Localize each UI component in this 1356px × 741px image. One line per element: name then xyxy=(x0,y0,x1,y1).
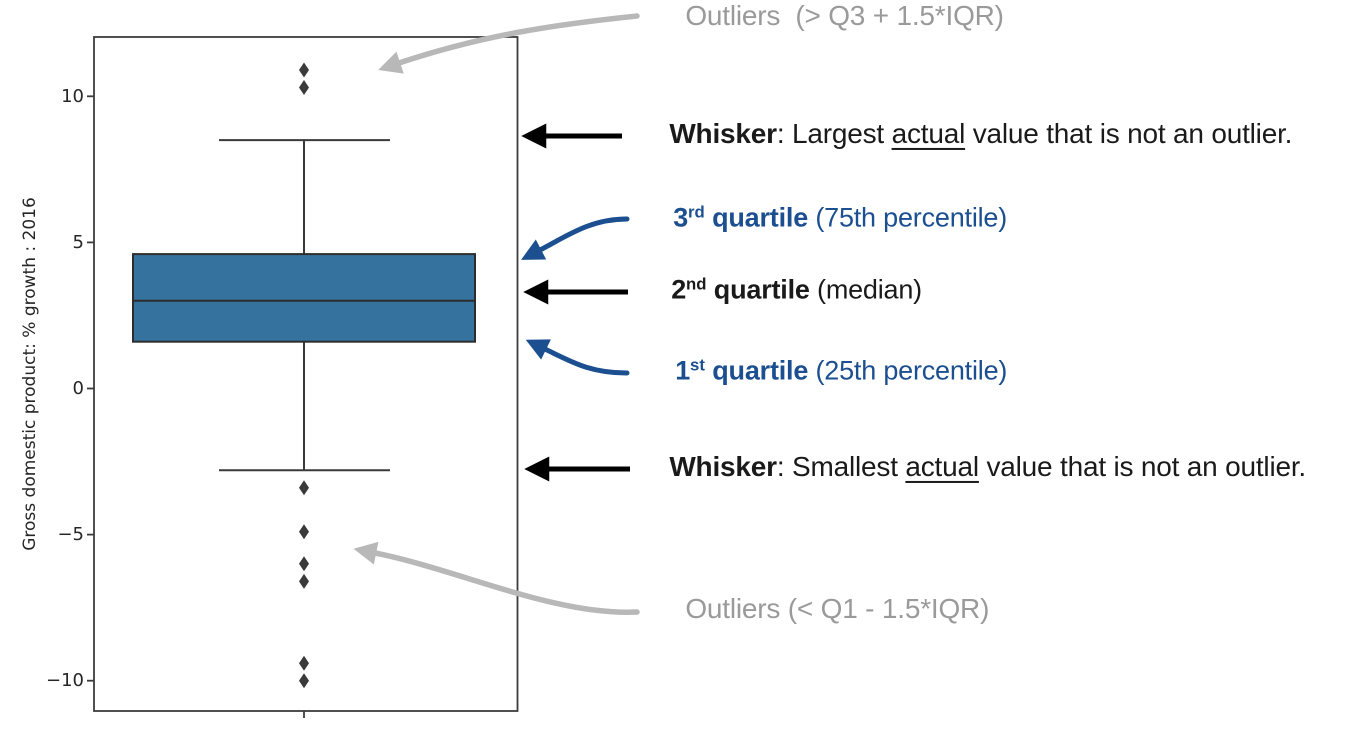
annotation-outliers-top: Outliers (> Q3 + 1.5*IQR) xyxy=(655,0,1004,62)
y-tick-label: −10 xyxy=(46,670,84,691)
annotation-whisker-bottom: Whisker: Smallest actual value that is n… xyxy=(639,421,1306,513)
q3-number: 3 xyxy=(673,202,689,233)
whisker-top-pre: : Largest xyxy=(776,117,892,149)
whisker-bottom-post: value that is not an outlier. xyxy=(978,450,1307,482)
outlier-point xyxy=(299,80,309,95)
outlier-point xyxy=(299,480,309,496)
q3-ordinal-suffix: rd xyxy=(688,203,705,223)
y-tick-label: 0 xyxy=(73,378,84,399)
outliers-bottom-arrow xyxy=(353,541,640,615)
q2-number: 2 xyxy=(671,274,687,305)
plot-frame xyxy=(93,36,519,712)
annotation-q1: 1st quartile (25th percentile) xyxy=(646,327,1007,416)
outlier-point xyxy=(299,573,309,589)
q3-arrow xyxy=(521,216,630,260)
q1-bold-label: quartile xyxy=(704,355,809,386)
outlier-point xyxy=(299,524,309,540)
outlier-point xyxy=(299,62,309,78)
outliers-top-arrow xyxy=(378,13,640,74)
outlier-point xyxy=(299,556,309,572)
whisker-top-post: value that is not an outlier. xyxy=(965,117,1293,149)
q2-rest-label: (median) xyxy=(809,274,922,305)
q1-number: 1 xyxy=(675,355,691,386)
y-tick-label: −5 xyxy=(57,524,84,545)
annotation-q2: 2nd quartile (median) xyxy=(642,246,922,335)
y-tick-label: 10 xyxy=(61,86,84,107)
annotation-q3: 3rd quartile (75th percentile) xyxy=(644,174,1007,263)
outliers-bottom-label: Outliers (< Q1 - 1.5*IQR) xyxy=(685,592,990,624)
annotation-outliers-bottom: Outliers (< Q1 - 1.5*IQR) xyxy=(655,563,989,655)
q3-rest-label: (75th percentile) xyxy=(808,202,1008,233)
y-tick-label: 5 xyxy=(73,232,84,253)
outlier-point xyxy=(299,673,309,689)
q1-ordinal-suffix: st xyxy=(690,356,705,376)
y-axis-label: Gross domestic product: % growth : 2016 xyxy=(20,197,40,551)
whisker-top-underline: actual xyxy=(891,117,966,149)
outlier-point xyxy=(299,655,309,671)
outliers-top-label: Outliers (> Q3 + 1.5*IQR) xyxy=(685,0,1004,31)
annotation-whisker-top: Whisker: Largest actual value that is no… xyxy=(639,88,1292,180)
whisker-top-bold: Whisker xyxy=(669,117,777,149)
whisker-bottom-pre: : Smallest xyxy=(776,450,906,482)
whisker-bottom-underline: actual xyxy=(905,450,979,482)
q2-bold-label: quartile xyxy=(706,274,810,305)
q2-ordinal-suffix: nd xyxy=(686,275,707,295)
iqr-box xyxy=(132,253,476,343)
q1-arrow xyxy=(525,339,630,376)
whisker-bottom-bold: Whisker xyxy=(669,450,777,482)
q3-bold-label: quartile xyxy=(704,202,809,233)
q1-rest-label: (25th percentile) xyxy=(808,355,1008,386)
